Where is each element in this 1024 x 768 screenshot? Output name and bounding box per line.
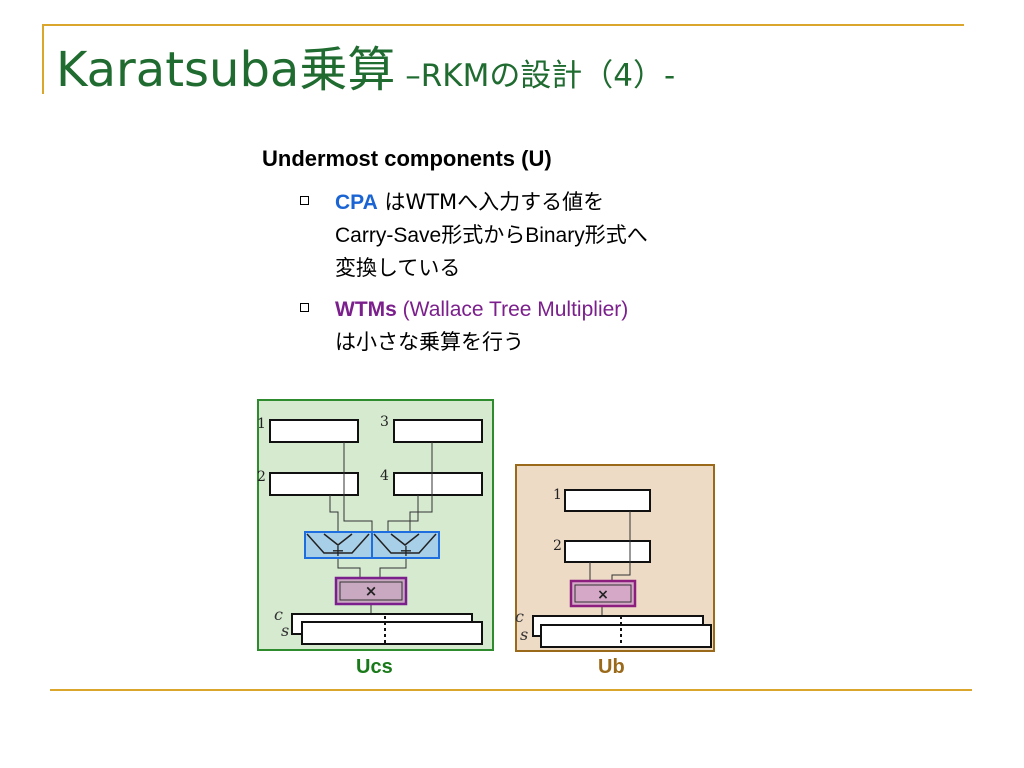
ub-times: × [597, 587, 609, 603]
ucs-label-3: 3 [380, 414, 389, 430]
wtms-description: (Wallace Tree Multiplier) [396, 298, 629, 321]
cpa-text-3: 変換している [335, 256, 461, 280]
left-rule [42, 24, 44, 94]
square-bullet-icon [300, 196, 309, 205]
ucs-wires [329, 442, 433, 614]
ub-register-1 [564, 489, 651, 512]
ucs-label-2: 2 [257, 469, 266, 485]
wtms-keyword: WTMs [335, 298, 397, 321]
ub-output-s [540, 624, 712, 648]
top-rule [42, 24, 964, 26]
ucs-register-2 [269, 472, 359, 496]
title-sub: –RKMの設計（4）- [395, 58, 676, 94]
bullet-cpa: CPA はWTMへ入力する値を Carry-Save形式からBinary形式へ … [300, 186, 780, 285]
ub-register-2 [564, 540, 651, 563]
ucs-adder-shape-left [306, 533, 370, 554]
bottom-rule [50, 689, 972, 691]
ucs-label-1: 1 [257, 416, 266, 432]
cpa-keyword: CPA [335, 191, 378, 214]
wtms-text: は小さな乗算を行う [335, 330, 524, 354]
ucs-diagram: 1 3 2 4 + + × c s [257, 399, 494, 651]
ucs-register-1 [269, 419, 359, 443]
ucs-label-4: 4 [380, 468, 389, 484]
cpa-text-2: Carry-Save形式からBinary形式へ [335, 224, 648, 247]
ub-label-1: 1 [553, 487, 562, 503]
ucs-times: × [365, 582, 378, 600]
ucs-adder-shape-right [373, 533, 437, 554]
ucs-caption: Ucs [356, 656, 393, 678]
ucs-wtm-inner [339, 581, 403, 601]
bullet-wtms: WTMs (Wallace Tree Multiplier) は小さな乗算を行う [300, 293, 780, 359]
ucs-s-label: s [281, 621, 289, 640]
ucs-plus-right: + [399, 541, 412, 560]
ub-wires [589, 511, 631, 616]
subheading: Undermost components (U) [262, 146, 552, 171]
square-bullet-icon [300, 303, 309, 312]
ub-s-label: s [520, 625, 528, 644]
ucs-plus-left: + [331, 541, 344, 560]
ub-diagram: 1 2 × c s [515, 464, 715, 652]
ub-label-2: 2 [553, 538, 562, 554]
ucs-register-4 [393, 472, 483, 496]
cpa-text-1: はWTMへ入力する値を [377, 190, 605, 214]
ucs-output-s [301, 621, 483, 645]
title-main: Karatsuba乗算 [56, 42, 396, 98]
ucs-register-3 [393, 419, 483, 443]
slide-title: Karatsuba乗算 –RKMの設計（4）- [56, 30, 675, 100]
ub-wtm-inner [574, 584, 632, 603]
ucs-c-label: c [274, 605, 283, 624]
ub-c-label: c [515, 607, 524, 626]
ub-caption: Ub [598, 656, 625, 678]
bullet-list: CPA はWTMへ入力する値を Carry-Save形式からBinary形式へ … [300, 186, 780, 367]
